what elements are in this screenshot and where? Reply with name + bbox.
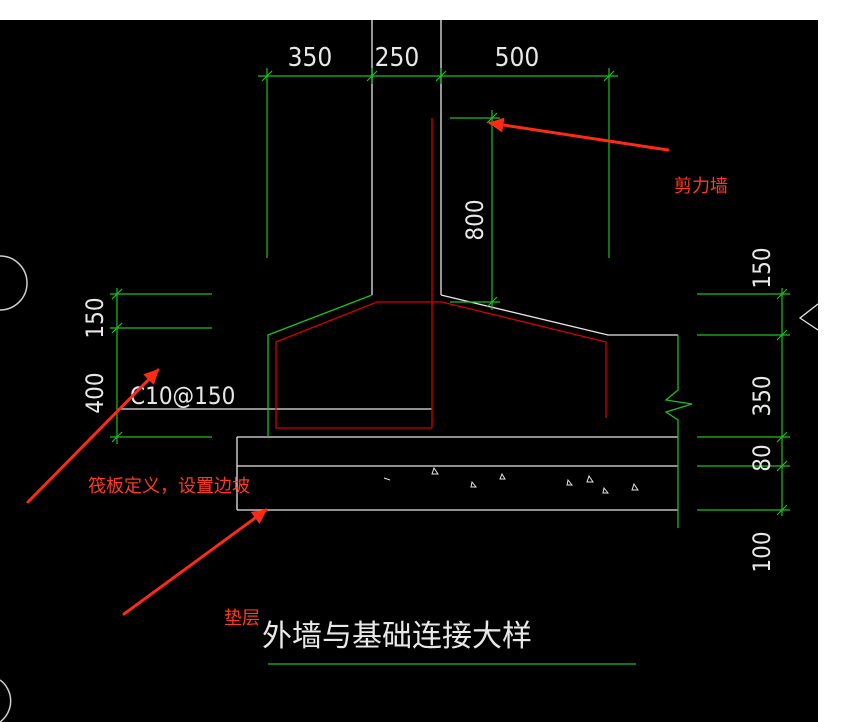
dim-right-100: 100 [748,531,776,572]
dim-right-350: 350 [748,375,776,416]
dimension-lines [110,68,790,665]
annotation-cushion: 垫层 [224,608,260,629]
drawing-background [0,20,818,722]
slab-edge-left [267,294,373,437]
drawing-title: 外墙与基础连接大样 [262,619,532,654]
concrete-hatch [383,466,639,494]
dim-left-400: 400 [81,372,109,413]
edge-circle-upper [0,255,28,311]
dim-right-80: 80 [748,444,776,471]
canvas-margin-right [818,0,855,722]
dim-wall-height: 800 [461,199,489,240]
annotation-raft: 筏板定义，设置边坡 [88,476,250,497]
break-line [664,335,693,437]
annotation-arrows [26,117,670,616]
dim-top-500: 500 [495,43,540,73]
edge-circle-lower [0,679,12,722]
dim-top-250: 250 [375,43,420,73]
structure-outline [118,20,819,511]
dim-left-150: 150 [81,297,109,338]
rebar-label: C10@150 [130,382,235,410]
rebar [275,118,607,429]
annotation-shear-wall: 剪力墙 [674,176,728,197]
dim-right-150: 150 [748,247,776,288]
dim-top-350: 350 [288,43,333,73]
